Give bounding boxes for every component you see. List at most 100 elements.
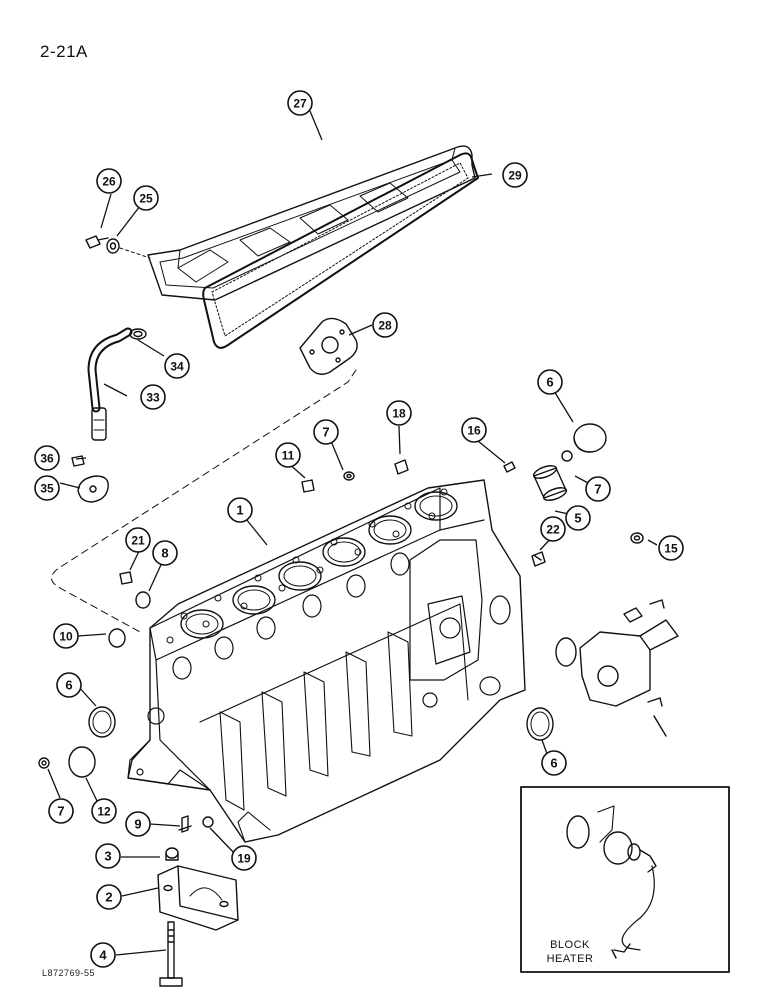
cover-gasket — [202, 152, 479, 349]
callout-circle — [53, 623, 79, 649]
callout-c29: 29 — [502, 162, 528, 188]
callout-circle — [96, 884, 122, 910]
callout-circle — [461, 417, 487, 443]
callout-c5: 5 — [565, 505, 591, 531]
callout-c6b: 6 — [56, 672, 82, 698]
callout-c28: 28 — [372, 312, 398, 338]
callout-number: 1 — [236, 503, 243, 518]
callout-circle — [585, 476, 611, 502]
callout-number: 6 — [550, 756, 557, 771]
callout-c27: 27 — [287, 90, 313, 116]
cup-plug-8 — [135, 591, 151, 609]
callout-c6a: 6 — [537, 369, 563, 395]
callout-circle — [287, 90, 313, 116]
callout-number: 21 — [131, 534, 145, 548]
callout-number: 36 — [40, 452, 54, 466]
callout-number: 18 — [392, 407, 406, 421]
flange-35 — [77, 475, 109, 503]
callout-number: 25 — [139, 192, 153, 206]
callout-circle — [164, 353, 190, 379]
callout-number: 2 — [105, 890, 112, 905]
callout-number: 11 — [282, 449, 295, 463]
expansion-plug-6-left — [88, 706, 116, 738]
callout-number: 15 — [664, 542, 678, 556]
plug-19 — [202, 816, 214, 828]
callout-c21: 21 — [125, 527, 151, 553]
plug-11 — [301, 479, 315, 493]
callout-c19: 19 — [231, 845, 257, 871]
callout-number: 7 — [322, 425, 329, 440]
callout-circle — [34, 475, 60, 501]
plug-9 — [178, 815, 192, 833]
callout-c3: 3 — [95, 843, 121, 869]
callout-circle — [275, 442, 301, 468]
callout-circle — [95, 843, 121, 869]
callout-c1: 1 — [227, 497, 253, 523]
callout-circle — [313, 419, 339, 445]
callout-number: 27 — [293, 97, 307, 111]
callout-circle — [90, 942, 116, 968]
block-heater-label: BLOCK HEATER — [535, 938, 605, 966]
callout-c34: 34 — [164, 353, 190, 379]
assembly-line — [51, 369, 357, 633]
callout-circle — [125, 527, 151, 553]
callout-circle — [386, 400, 412, 426]
callout-number: 33 — [146, 391, 160, 405]
callout-number: 22 — [546, 523, 560, 537]
callout-number: 10 — [59, 630, 73, 644]
callout-number: 4 — [99, 948, 107, 963]
plug-3 — [165, 847, 179, 861]
main-bearing-cap — [157, 865, 239, 931]
block-heater-label-line1: BLOCK — [550, 939, 590, 951]
callout-c25: 25 — [133, 185, 159, 211]
callout-circle — [540, 516, 566, 542]
callout-circle — [227, 497, 253, 523]
plug-22 — [531, 551, 546, 567]
plug-21 — [119, 571, 133, 585]
callout-circle — [152, 540, 178, 566]
callout-circle — [372, 312, 398, 338]
callout-number: 5 — [574, 511, 581, 526]
callout-c2: 2 — [96, 884, 122, 910]
plug-7-left — [38, 757, 50, 769]
callout-number: 34 — [170, 360, 184, 374]
callout-number: 3 — [104, 849, 111, 864]
callout-c18: 18 — [386, 400, 412, 426]
callout-c12: 12 — [91, 798, 117, 824]
seal-washer-25 — [106, 238, 151, 259]
callout-c8: 8 — [152, 540, 178, 566]
callout-circle — [231, 845, 257, 871]
callout-c36: 36 — [34, 445, 60, 471]
block-heater-inset — [520, 786, 730, 973]
callout-circle — [125, 811, 151, 837]
callout-circle — [96, 168, 122, 194]
figure-code: L872769-55 — [42, 968, 96, 978]
callout-c7a: 7 — [313, 419, 339, 445]
plug-36 — [71, 455, 85, 467]
callout-c16: 16 — [461, 417, 487, 443]
callout-number: 26 — [102, 175, 116, 189]
callout-number: 7 — [594, 482, 601, 497]
bolt-26 — [85, 235, 109, 249]
callout-c35: 35 — [34, 475, 60, 501]
expansion-plug-6-top — [573, 423, 607, 453]
breather-plate — [299, 317, 358, 375]
callout-circle — [34, 445, 60, 471]
engine-block — [127, 479, 526, 843]
callout-c4: 4 — [90, 942, 116, 968]
callout-c22: 22 — [540, 516, 566, 542]
callout-number: 28 — [378, 319, 392, 333]
callout-c15: 15 — [658, 535, 684, 561]
callout-circle — [133, 185, 159, 211]
cap-bolt-4 — [159, 921, 183, 987]
callout-c11: 11 — [275, 442, 301, 468]
callout-number: 35 — [40, 482, 54, 496]
callout-circle — [537, 369, 563, 395]
block-heater-label-line2: HEATER — [546, 953, 594, 965]
plug-18 — [394, 459, 409, 475]
hose-clamp — [129, 328, 147, 340]
page-number: 2-21A — [40, 42, 88, 61]
callout-circle — [541, 750, 567, 776]
callout-circle — [140, 384, 166, 410]
